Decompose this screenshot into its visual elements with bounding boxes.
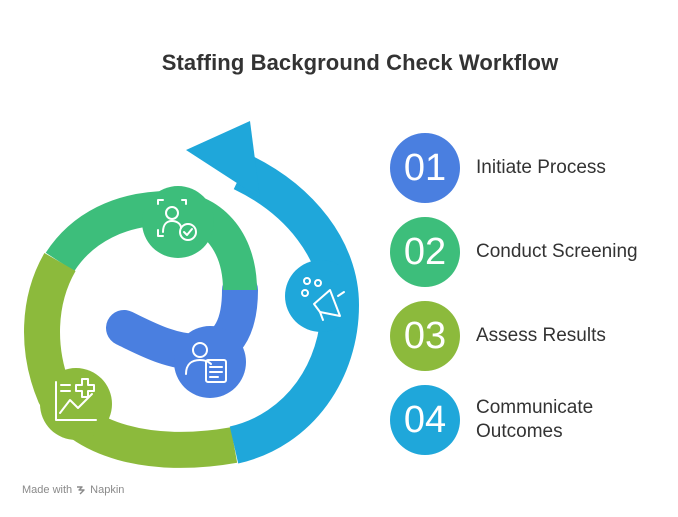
page-title: Staffing Background Check Workflow [161,50,559,75]
watermark-brand: Napkin [90,484,125,496]
node-assess [40,368,112,440]
step-label: Initiate Process [476,157,606,178]
step-label: Conduct Screening [476,241,638,262]
step-number-badge: 01 [390,133,460,203]
arrow-head [186,121,260,198]
napkin-logo-icon [77,486,85,495]
step-number-badge: 02 [390,217,460,287]
step-4: 04 Communicate Outcomes [390,385,626,455]
chart-plus-icon [55,378,97,421]
step-1: 01 Initiate Process [390,133,676,203]
step-number-badge: 04 [390,385,460,455]
person-document-icon [185,342,227,383]
watermark-prefix: Made with [22,484,73,496]
step-3: 03 Assess Results [390,301,676,371]
node-communicate [285,260,357,332]
step-label: Communicate Outcomes [476,397,594,442]
step-label: Assess Results [476,325,606,346]
step-number-badge: 03 [390,301,460,371]
id-check-icon [157,199,197,241]
step-2: 02 Conduct Screening [390,217,676,287]
watermark[interactable]: Made with Napkin [22,484,124,496]
megaphone-icon [301,277,345,321]
